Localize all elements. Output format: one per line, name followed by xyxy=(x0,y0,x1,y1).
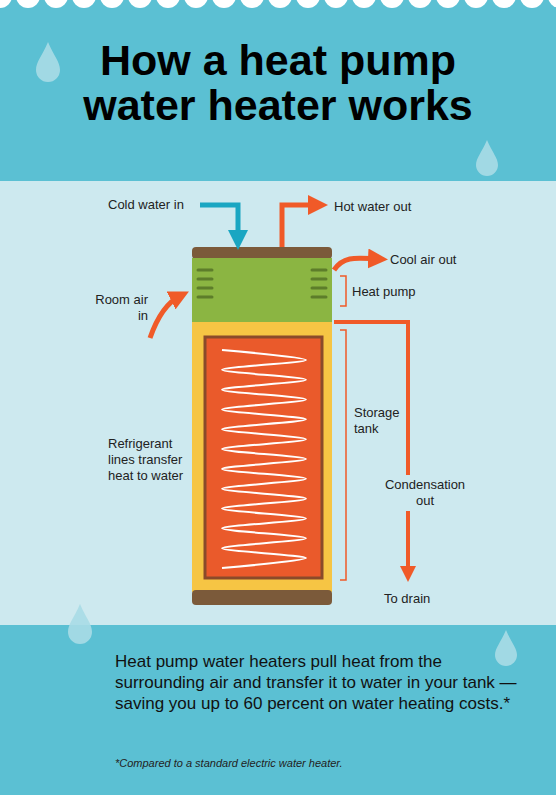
cool-air-label: Cool air out xyxy=(390,252,490,268)
water-drop xyxy=(476,140,498,176)
wave-scallop xyxy=(156,0,180,8)
wave-scallop xyxy=(296,0,320,8)
bottom-cap xyxy=(192,590,332,605)
hot-water-arrow xyxy=(282,205,318,247)
vent-slot xyxy=(312,287,326,290)
cool-air-arrow xyxy=(334,258,378,270)
wave-scallop xyxy=(44,0,68,8)
water-drop xyxy=(36,42,60,82)
wave-scallop xyxy=(380,0,404,8)
wave-scallop xyxy=(212,0,236,8)
water-drop xyxy=(495,630,517,666)
bottom-band xyxy=(0,625,556,795)
footnote: *Compared to a standard electric water h… xyxy=(115,757,535,769)
caption: Heat pump water heaters pull heat from t… xyxy=(115,651,535,714)
vent-slot xyxy=(198,269,212,272)
wave-scallop xyxy=(100,0,124,8)
wave-scallop xyxy=(408,0,432,8)
vent-slot xyxy=(312,269,326,272)
water-tank xyxy=(205,337,322,578)
note-label: Refrigerant lines transfer heat to water xyxy=(108,436,196,484)
wave-scallop xyxy=(184,0,208,8)
wave-scallop xyxy=(128,0,152,8)
cold-water-arrow xyxy=(200,205,238,240)
tank-shell xyxy=(192,322,332,592)
wave-scallop xyxy=(0,0,12,8)
vent-slot xyxy=(312,278,326,281)
hot-water-label: Hot water out xyxy=(334,199,444,215)
condensation-label: Condensation out xyxy=(382,475,468,511)
wave-scallop xyxy=(16,0,40,8)
wave-scallop xyxy=(324,0,348,8)
heat-pump-unit xyxy=(192,258,332,323)
top-band xyxy=(0,0,556,181)
wave-scallop xyxy=(436,0,460,8)
part-name: Heat pump xyxy=(352,284,432,300)
wave-scallop xyxy=(240,0,264,8)
vent-slot xyxy=(198,296,212,299)
refrigerant-coil xyxy=(222,350,306,568)
part-name: Storage tank xyxy=(354,405,414,437)
condensation-arrow xyxy=(334,322,408,574)
air-vents xyxy=(198,270,326,297)
room-air-label: Room air in xyxy=(90,292,148,324)
wave-scallop xyxy=(72,0,96,8)
water-drop xyxy=(68,604,92,644)
room-air-arrow xyxy=(150,296,180,338)
wave-edge xyxy=(0,0,556,8)
water-drops xyxy=(36,42,517,666)
title: How a heat pump water heater works xyxy=(58,38,498,128)
wave-scallop xyxy=(352,0,376,8)
wave-scallop xyxy=(520,0,544,8)
wave-scallop xyxy=(548,0,556,8)
wave-scallop xyxy=(492,0,516,8)
wave-scallop xyxy=(268,0,292,8)
tank-bracket xyxy=(340,330,346,580)
top-cap xyxy=(192,247,332,259)
heat-pump-bracket xyxy=(340,276,346,306)
vent-slot xyxy=(312,296,326,299)
wave-scallop xyxy=(464,0,488,8)
vent-slot xyxy=(198,287,212,290)
cold-water-label: Cold water in xyxy=(108,197,200,213)
drain-label: To drain xyxy=(384,591,464,607)
vent-slot xyxy=(198,278,212,281)
